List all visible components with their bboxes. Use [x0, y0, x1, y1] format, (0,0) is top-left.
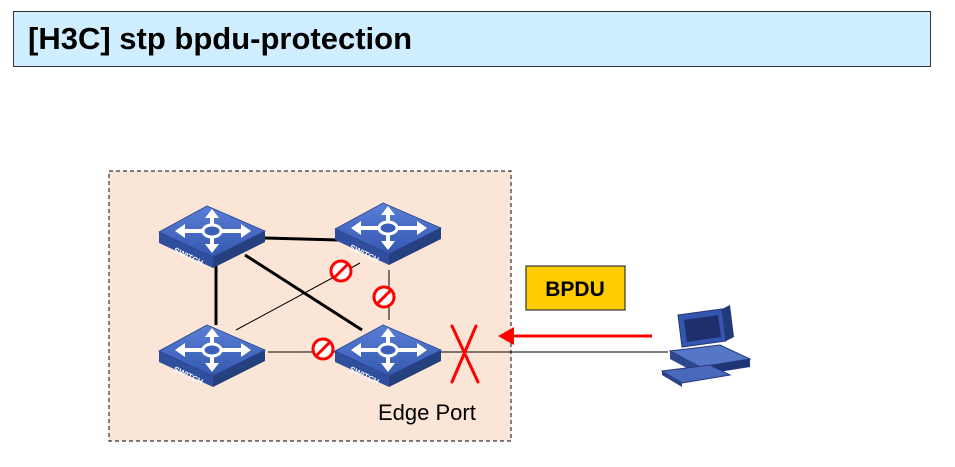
link-sw1-sw2	[264, 236, 339, 242]
bpdu-label: BPDU	[545, 278, 605, 301]
desktop-computer-icon	[660, 305, 752, 387]
bpdu-arrow	[498, 327, 652, 345]
bpdu-drop-marker	[450, 324, 480, 384]
prohibited-icon	[329, 259, 353, 283]
link-sw1-sw4	[244, 253, 363, 332]
bpdu-badge: BPDU	[525, 265, 626, 311]
links	[214, 236, 668, 353]
command-text: [H3C] stp bpdu-protection	[28, 21, 413, 56]
command-banner: [H3C] stp bpdu-protection	[13, 11, 931, 67]
edge-port-label: Edge Port	[378, 400, 476, 425]
prohibited-icon	[311, 337, 335, 361]
prohibited-icon	[372, 285, 396, 309]
switch-domain-area	[108, 170, 512, 442]
